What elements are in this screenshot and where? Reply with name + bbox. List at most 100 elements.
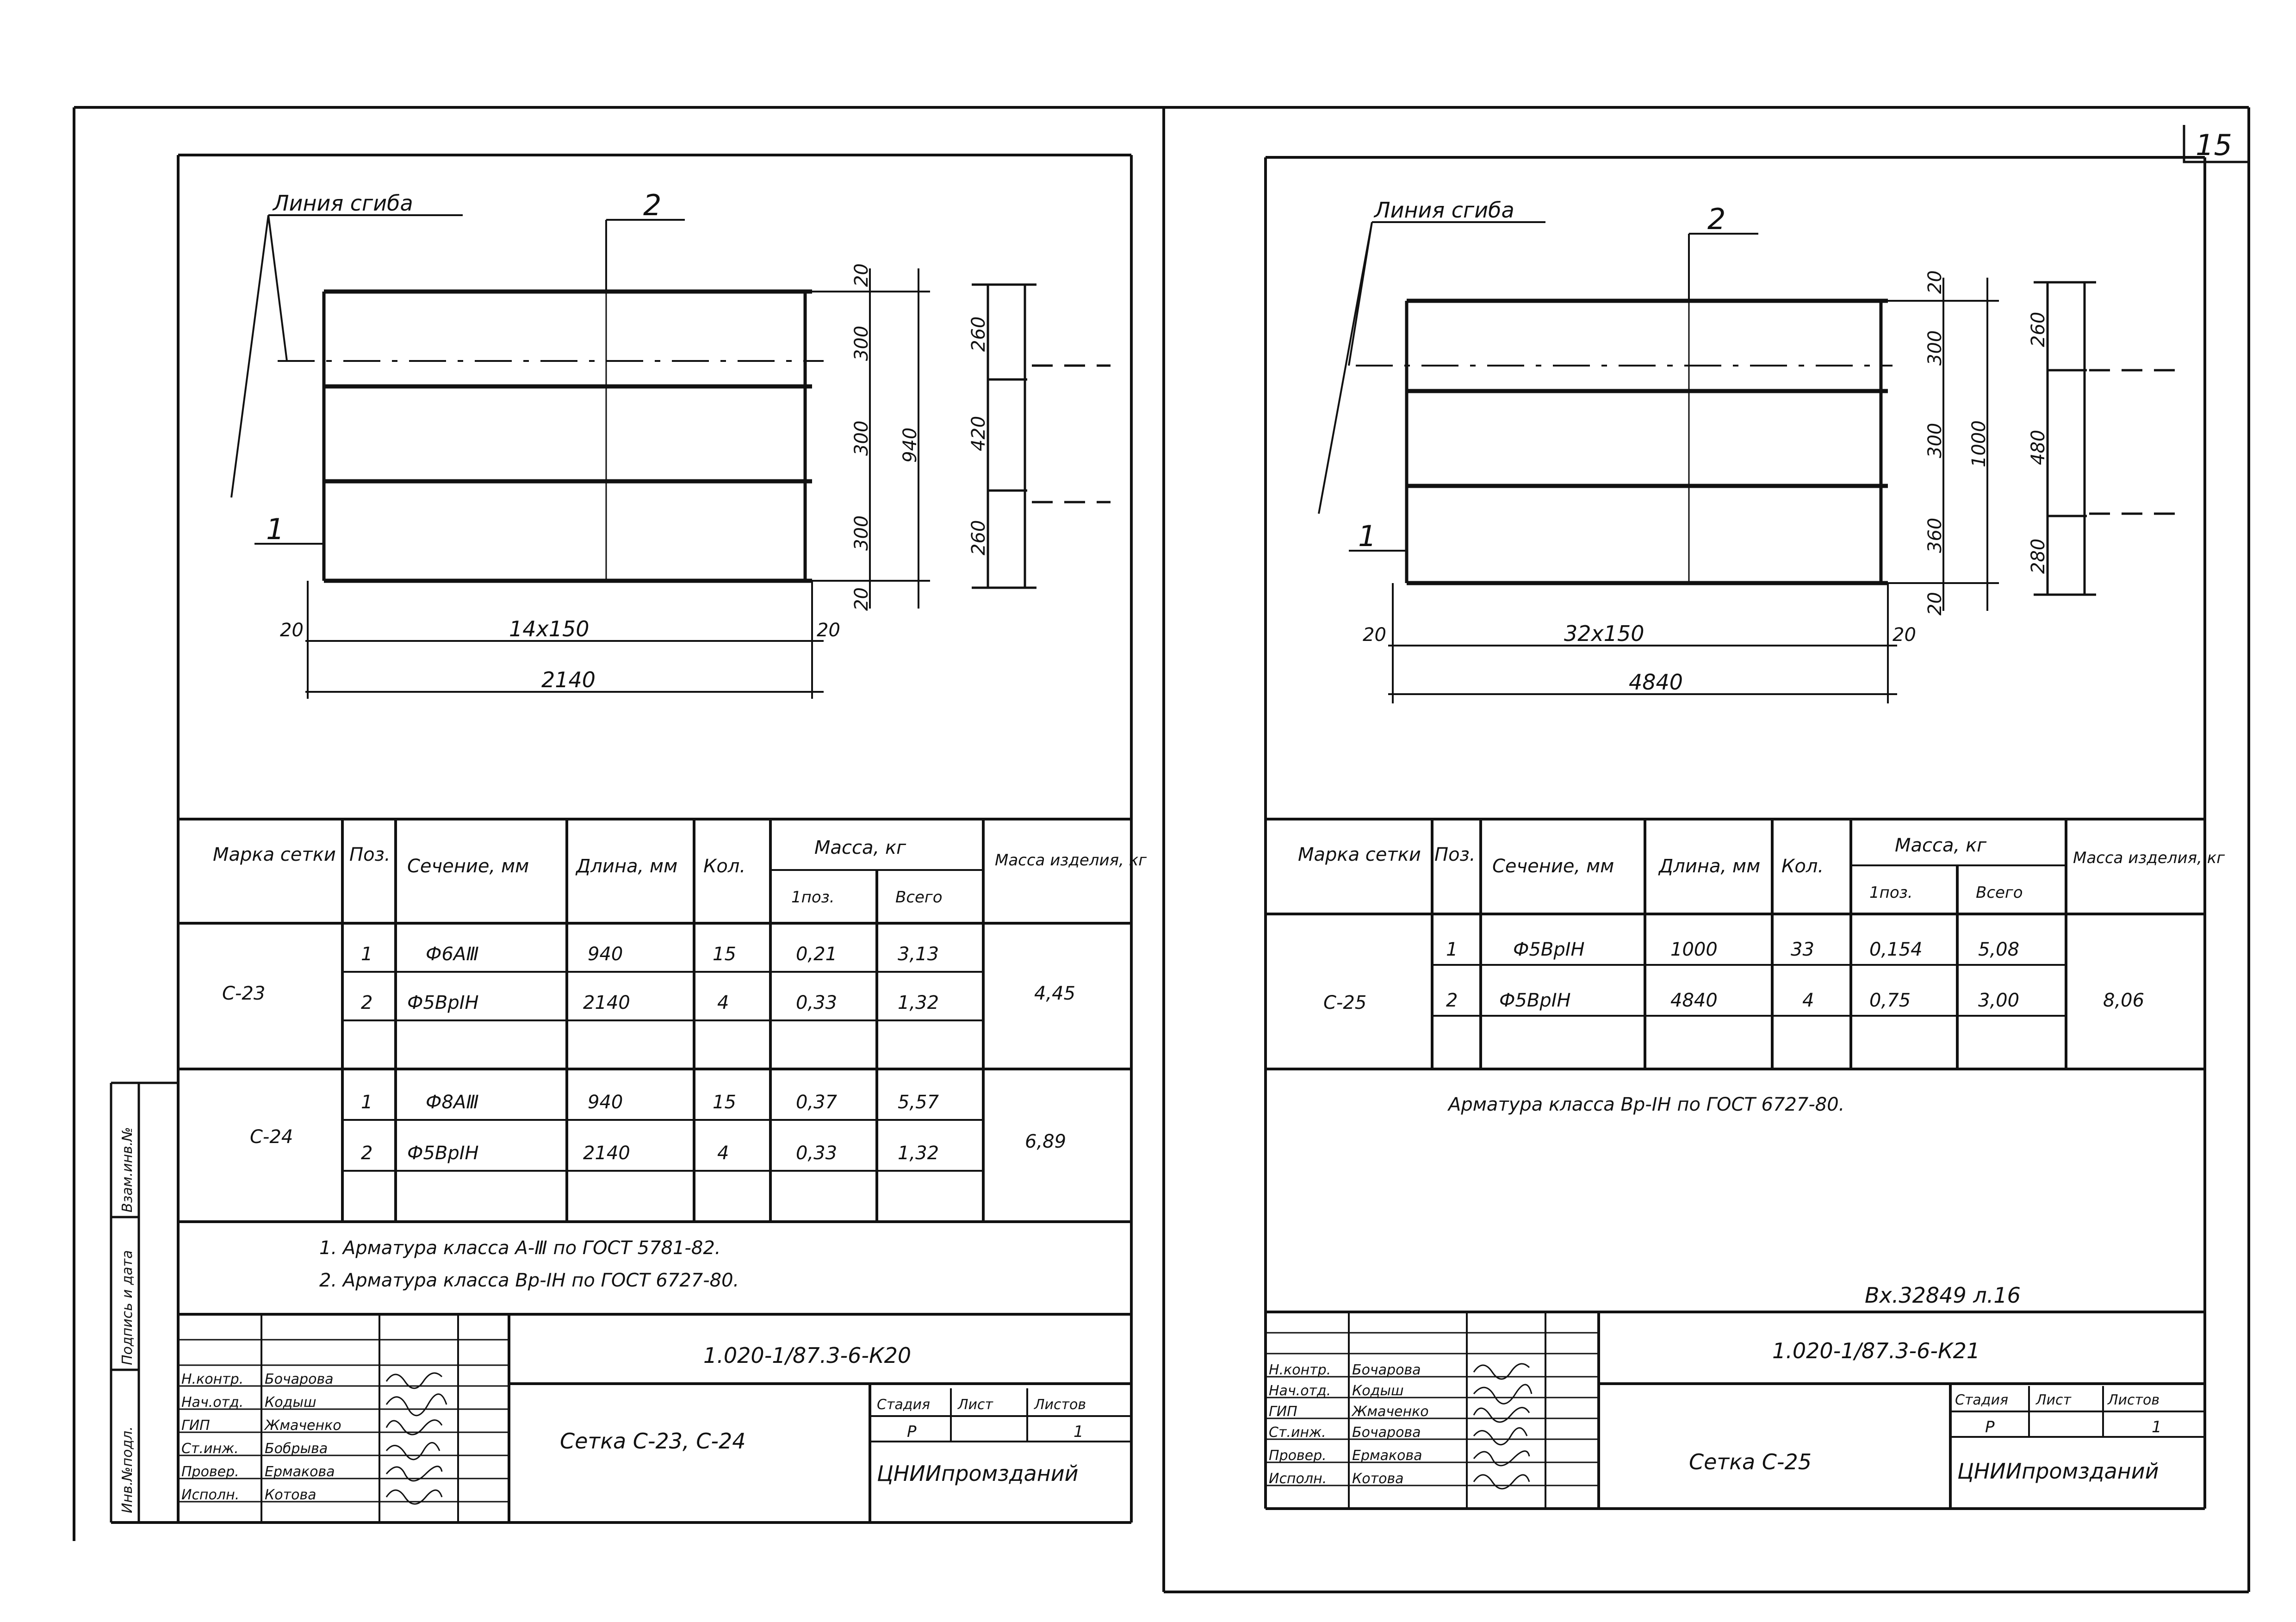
right-c25-r2-section: Ф5ВрⅠН [1499,990,1571,1011]
left-stamp-swap: Взам.инв.№ [119,1127,136,1212]
right-c25-r2-m1: 0,75 [1869,990,1911,1011]
right-name-1: Кодыш [1352,1383,1404,1399]
right-signatures [1473,1363,1533,1490]
right-stage-header: Стадия [1955,1392,2008,1408]
right-title-block [1266,1311,2205,1509]
right-c25-r2-length: 4840 [1670,990,1718,1011]
left-c23-r1-section: Ф6АⅢ [426,944,479,965]
left-c24-r2-qty: 4 [717,1143,729,1164]
left-side-stamp [110,1081,178,1523]
left-sheet: Линия сгиба 2 1 20 300 300 300 20 940 20… [110,154,1147,1524]
left-section-260-bottom: 260 [968,520,989,555]
right-th-mass: Масса, кг [1895,835,1987,856]
left-item-mass-c23: 4,45 [1034,983,1075,1004]
left-stage: Р [907,1423,917,1441]
left-note-2: 2. Арматура класса Вр-ⅠН по ГОСТ 6727-80… [319,1270,739,1291]
left-name-1: Кодыш [265,1394,316,1411]
left-c23-r2-m1: 0,33 [796,992,837,1013]
left-role-1: Нач.отд. [181,1394,243,1411]
left-dim-300-a: 300 [851,326,872,361]
left-title-block [178,1313,1131,1523]
right-vertical-dims [1888,278,1999,611]
left-name-3: Бобрыва [265,1441,328,1457]
left-th-item-mass: Масса изделия, кг [995,851,1147,870]
right-th-section: Сечение, мм [1492,856,1614,877]
left-org: ЦНИИпромзданий [877,1461,1079,1486]
right-dim-360: 360 [1924,518,1946,553]
right-section-280: 280 [2028,539,2049,574]
right-name-2: Жмаченко [1351,1404,1429,1420]
left-c23-r2-pos: 2 [361,992,372,1013]
right-doc-code: 1.020-1/87.3-6-К21 [1772,1338,1980,1363]
right-dim-spacing: 32х150 [1564,621,1644,646]
left-dim-940: 940 [900,428,921,463]
left-dim-length: 2140 [541,667,596,692]
right-c25-r1-length: 1000 [1670,939,1718,960]
right-sheet: Линия сгиба 2 1 20 300 300 360 20 1000 2… [1264,156,2225,1510]
left-role-4: Провер. [181,1464,239,1480]
left-th-mass-total: Всего [895,888,943,907]
left-th-mass: Масса, кг [814,837,906,858]
left-th-pos: Поз. [349,844,391,865]
left-name-5: Котова [265,1487,316,1503]
left-stamp-inv: Инв.№подл. [119,1426,136,1513]
left-note-1: 1. Арматура класса А-Ⅲ по ГОСТ 5781-82. [319,1237,720,1259]
left-stamp-sign: Подпись и дата [119,1250,136,1366]
left-c24-r2-length: 2140 [583,1143,630,1164]
left-dim-top-20: 20 [851,263,872,287]
right-name-0: Бочарова [1352,1362,1421,1378]
left-item-mass-c24: 6,89 [1025,1131,1066,1152]
left-dim-300-c: 300 [851,516,872,551]
right-bend-line [1318,221,1893,552]
right-mark-c25: С-25 [1323,992,1366,1013]
sheet-frame [73,106,2250,1593]
left-c23-r1-m1: 0,21 [796,944,837,965]
right-inner-frame [1264,156,2206,1510]
right-table-body: С-25 8,06 1 Ф5ВрⅠН 1000 33 0,154 5,08 2 … [1323,939,2144,1013]
right-role-1: Нач.отд. [1269,1383,1331,1399]
left-role-3: Ст.инж. [181,1441,239,1457]
right-c25-r1-mt: 5,08 [1978,939,2019,960]
right-th-qty: Кол. [1781,856,1824,877]
left-c24-r2-section: Ф5ВрⅠН [407,1143,479,1164]
right-c25-r1-m1: 0,154 [1869,939,1923,960]
right-sheets: 1 [2152,1418,2162,1436]
left-stage-header: Стадия [877,1397,930,1413]
right-note: Арматура класса Вр-ⅠН по ГОСТ 6727-80. [1447,1094,1844,1115]
left-sheets-header: Листов [1034,1397,1086,1413]
left-table-body: С-23 4,45 1 Ф6АⅢ 940 15 0,21 3,13 2 Ф5Вр… [222,944,1075,1164]
left-c24-r1-qty: 15 [713,1092,736,1113]
right-role-3: Ст.инж. [1269,1424,1326,1441]
left-c24-r1-length: 940 [588,1092,623,1113]
right-dim-length: 4840 [1629,670,1683,695]
right-th-item-mass: Масса изделия, кг [2073,849,2225,867]
left-doc-title: Сетка С-23, С-24 [560,1429,746,1454]
left-signatures [385,1372,447,1505]
left-horizontal-dims [305,581,824,699]
right-th-pos: Поз. [1434,844,1476,865]
left-table-headers: Марка сетки Поз. Сечение, мм Длина, мм К… [213,837,1147,907]
left-mark-c23: С-23 [222,983,265,1004]
left-name-2: Жмаченко [264,1417,341,1434]
right-section-480: 480 [2028,430,2049,465]
right-table-grid [1266,818,2205,1070]
right-archive-mark: Вх.32849 л.16 [1865,1283,2021,1308]
right-signatories: Н.контр. Бочарова Нач.отд. Кодыш ГИП Жма… [1269,1362,1429,1487]
left-table-grid [178,818,1131,1223]
left-c24-r1-section: Ф8АⅢ [426,1092,479,1113]
left-dim-spacing: 14х150 [509,616,590,641]
left-c23-r1-qty: 15 [713,944,736,965]
left-bend-label: Линия сгиба [272,191,413,216]
left-c23-r1-pos: 1 [361,944,372,965]
left-c23-r2-section: Ф5ВрⅠН [407,992,479,1013]
left-dim-left-20: 20 [280,620,304,641]
right-section-260: 260 [2028,312,2049,347]
left-th-mass-1pos: 1поз. [791,888,835,907]
right-role-4: Провер. [1269,1448,1327,1464]
right-sheets-header: Листов [2107,1392,2159,1408]
right-dim-right-20: 20 [1893,624,1916,646]
right-section [2034,281,2175,596]
left-th-mark: Марка сетки [213,844,336,865]
right-dim-300-a: 300 [1924,330,1946,366]
